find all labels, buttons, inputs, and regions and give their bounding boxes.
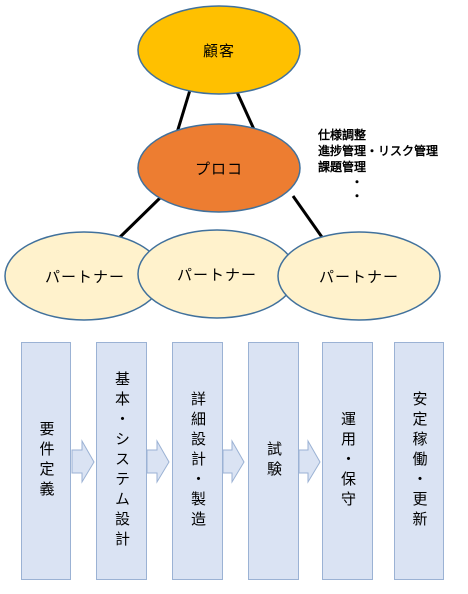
- phase-label: 要件定義: [37, 421, 56, 501]
- connector-pmo-partner-right: [291, 195, 326, 241]
- pmo-label: プロコ: [194, 159, 243, 178]
- phase-label: 安定稼働・更新: [410, 391, 429, 531]
- phase-label: 運用・保守: [339, 411, 357, 511]
- note-line: 課題管理: [318, 160, 367, 174]
- partner-ellipse-3: [277, 231, 441, 321]
- connector-pmo-partner-left: [115, 194, 164, 242]
- note-ellipsis-dot: ・: [351, 189, 364, 203]
- note-ellipsis-dot: ・: [351, 175, 364, 189]
- phase-label: 基本・システム設計: [113, 371, 131, 551]
- partner-label-2: パートナー: [176, 265, 257, 284]
- arrow-2: [146, 439, 170, 484]
- pmo-ellipse: [137, 123, 301, 213]
- phase-box: 詳細設計・製造: [172, 342, 223, 580]
- phase-label: 試験: [265, 441, 283, 481]
- partner-label-3: パートナー: [318, 267, 399, 286]
- note-line: 仕様調整: [318, 128, 367, 142]
- customer-ellipse: [137, 5, 301, 95]
- connector-customer-pmo-left: [174, 89, 192, 137]
- phase-box: 安定稼働・更新: [394, 342, 444, 580]
- phase-box: 試験: [248, 342, 299, 580]
- note-line: 進捗管理・リスク管理: [318, 144, 439, 158]
- partner-label-1: パートナー: [44, 267, 125, 286]
- pmo-responsibilities-notes: 仕様調整 進捗管理・リスク管理 課題管理 ・ ・: [318, 127, 438, 203]
- customer-label: 顧客: [202, 41, 235, 60]
- arrow-1: [71, 439, 95, 484]
- arrow-3: [222, 439, 245, 484]
- phase-box: 要件定義: [21, 342, 71, 580]
- arrow-4: [298, 439, 321, 484]
- phase-box: 基本・システム設計: [96, 342, 147, 580]
- phase-box: 運用・保守: [322, 342, 373, 580]
- phase-label: 詳細設計・製造: [189, 391, 207, 531]
